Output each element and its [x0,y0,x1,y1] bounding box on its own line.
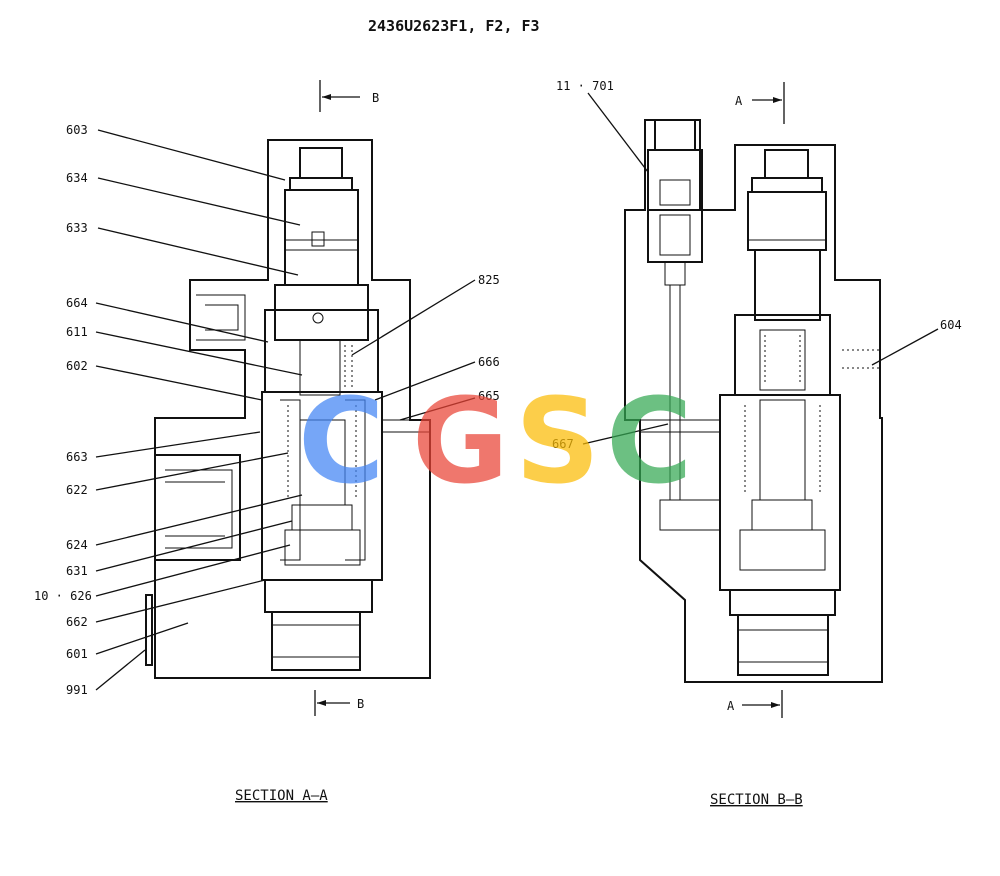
leader-lines-right [582,92,939,445]
section-bb-view: A A SECTION B—B [624,82,883,808]
watermark-letter-c2: C [606,372,693,510]
watermark-logo: C G S C [298,372,693,510]
watermark-letter-s: S [515,372,600,510]
cut-mark-a-top: A [735,94,743,108]
callout-634: 634 [66,171,88,185]
callout-666: 666 [478,355,500,369]
callout-667: 667 [552,437,574,451]
callout-631: 631 [66,564,88,578]
callout-labels-right: 11 · 701 604 667 [552,79,962,451]
drawing-title: 2436U2623F1, F2, F3 [368,17,540,35]
section-bb-caption: SECTION B—B [710,792,803,808]
callout-633: 633 [66,221,88,235]
callout-604: 604 [940,318,962,332]
callout-11-701: 11 · 701 [556,79,614,93]
leader-lines-left [95,129,476,691]
callout-663: 663 [66,450,88,464]
callout-611: 611 [66,325,88,339]
callout-662: 662 [66,615,88,629]
callout-labels-left: 603 634 633 664 611 602 663 622 624 631 … [34,123,500,697]
callout-825: 825 [478,273,500,287]
cut-mark-b-top: B [372,91,379,105]
callout-665: 665 [478,389,500,403]
section-aa-view: B B SECTION A—A [145,80,431,804]
section-aa-caption: SECTION A—A [235,788,328,804]
callout-991: 991 [66,683,88,697]
watermark-letter-c1: C [298,372,385,510]
watermark-letter-g: G [412,372,509,510]
callout-622: 622 [66,483,88,497]
callout-603: 603 [66,123,88,137]
cut-mark-b-bottom: B [357,697,364,711]
callout-602: 602 [66,359,88,373]
callout-664: 664 [66,296,88,310]
cut-mark-a-bottom: A [727,699,735,713]
callout-10-626: 10 · 626 [34,589,92,603]
callout-601: 601 [66,647,88,661]
callout-624: 624 [66,538,88,552]
